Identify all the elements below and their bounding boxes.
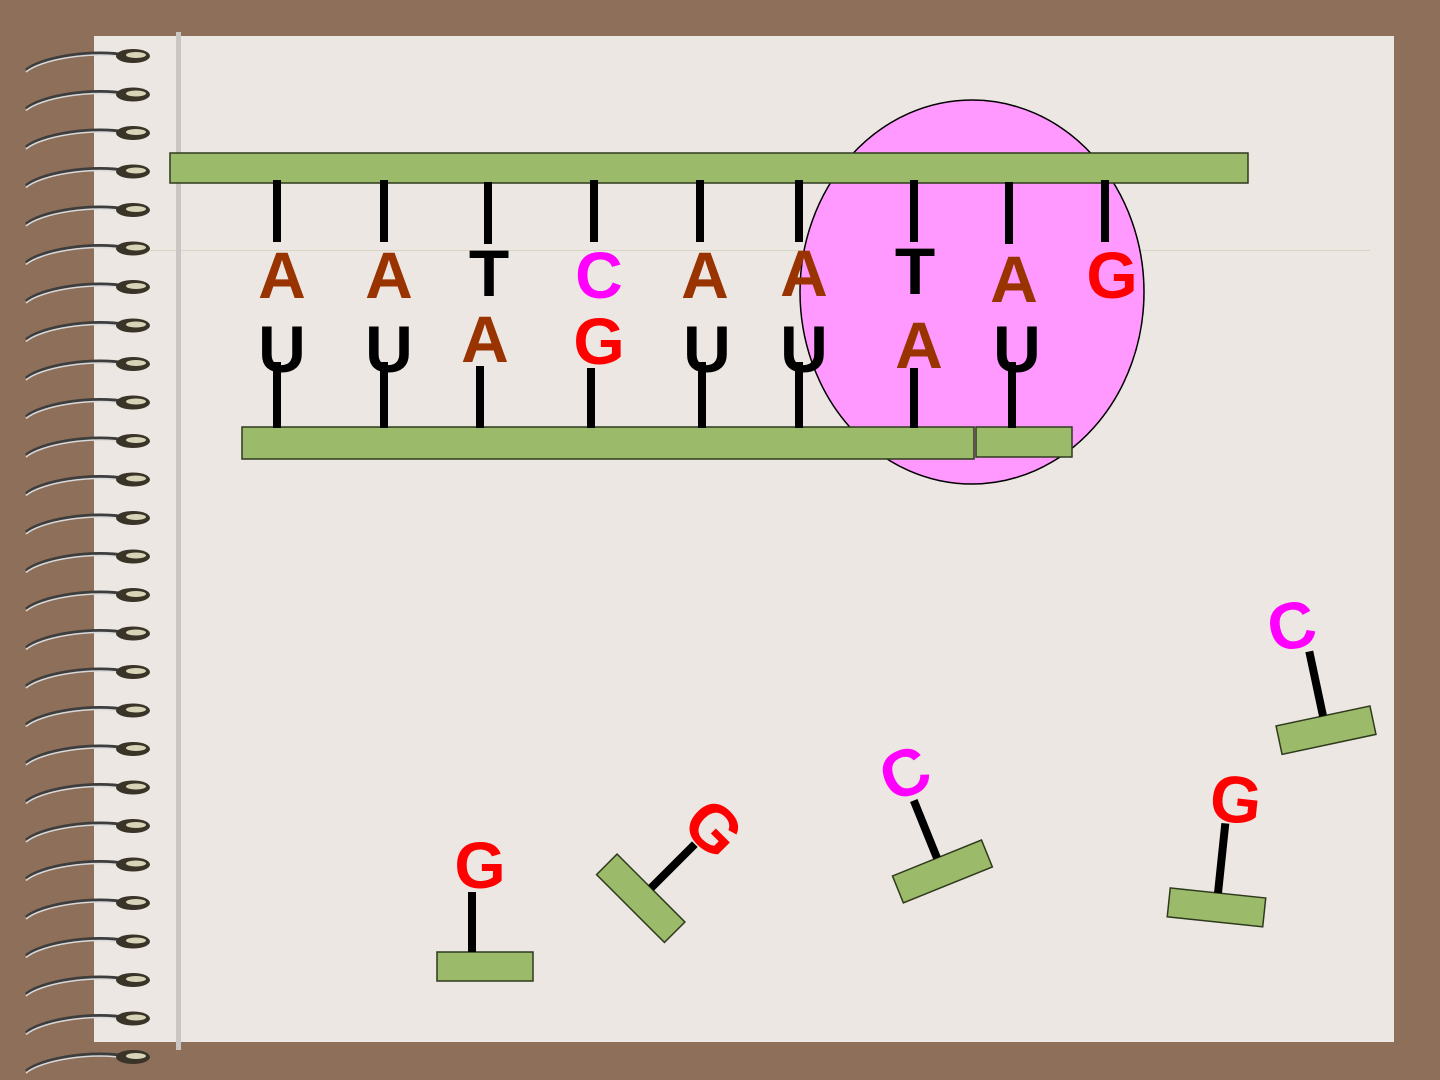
free-nucleotide: G <box>436 828 534 982</box>
ruled-line <box>150 250 1370 251</box>
svg-text:U: U <box>993 312 1041 386</box>
spiral-ring-icon <box>25 1050 150 1074</box>
svg-text:A: A <box>461 302 509 376</box>
spiral-ring-icon <box>25 126 150 150</box>
spiral-ring-icon <box>25 49 150 73</box>
svg-text:U: U <box>365 312 413 386</box>
svg-text:A: A <box>258 238 306 312</box>
svg-text:A: A <box>365 238 413 312</box>
top-base: G <box>1086 180 1138 312</box>
top-base: C <box>575 180 623 312</box>
spiral-ring-icon <box>25 280 150 304</box>
spiral-ring-icon <box>25 665 150 689</box>
free-nucleotide: G <box>595 784 758 944</box>
spiral-ring-icon <box>25 472 150 497</box>
spiral-ring-icon <box>25 857 150 882</box>
spiral-binding-icon <box>25 49 150 1074</box>
bottom-strand-bases: U U A G U U A U <box>258 302 1041 428</box>
spiral-ring-icon <box>25 511 150 535</box>
bottom-base: U <box>993 312 1041 428</box>
dna-template-backbone <box>169 152 1249 184</box>
spiral-ring-icon <box>25 164 150 189</box>
top-base: A <box>990 182 1038 316</box>
free-nucleotide: C <box>869 730 994 904</box>
svg-text:T: T <box>469 236 509 310</box>
notebook-page <box>94 36 1394 1042</box>
svg-text:G: G <box>1086 238 1137 312</box>
free-nucleotide: G <box>1166 760 1267 928</box>
spiral-ring-icon <box>25 241 150 266</box>
svg-text:C: C <box>575 238 623 312</box>
top-strand-bases: A A T C A A T A <box>258 180 1138 316</box>
bottom-base: A <box>895 308 943 428</box>
top-base: A <box>780 180 828 310</box>
svg-text:A: A <box>681 238 729 312</box>
spiral-ring-icon <box>25 780 150 805</box>
spiral-ring-icon <box>25 896 150 920</box>
top-base: A <box>365 180 413 312</box>
svg-text:G: G <box>454 828 505 902</box>
spiral-ring-icon <box>25 203 150 227</box>
svg-text:U: U <box>258 312 306 386</box>
svg-text:T: T <box>895 234 935 308</box>
mrna-backbone <box>241 426 975 460</box>
svg-text:C: C <box>1261 584 1323 666</box>
svg-text:A: A <box>990 242 1038 316</box>
spiral-ring-icon <box>25 549 150 574</box>
bottom-base: U <box>780 312 828 428</box>
spiral-ring-icon <box>25 357 150 381</box>
incoming-nucleotide-backbone <box>975 426 1073 458</box>
top-base: T <box>895 180 935 308</box>
bottom-base: G <box>573 304 625 428</box>
spiral-ring-icon <box>25 395 150 420</box>
top-base: A <box>258 180 306 312</box>
spiral-ring-icon <box>25 318 150 343</box>
top-base: T <box>469 182 509 310</box>
spiral-ring-icon <box>25 87 150 112</box>
svg-text:A: A <box>895 308 943 382</box>
svg-text:C: C <box>869 730 941 816</box>
spiral-ring-icon <box>25 588 150 612</box>
svg-text:G: G <box>573 304 624 378</box>
bottom-base: U <box>683 312 731 428</box>
bottom-base: U <box>365 312 413 428</box>
svg-text:U: U <box>780 312 828 386</box>
bottom-base: U <box>258 312 306 428</box>
svg-text:U: U <box>683 312 731 386</box>
ribosome-circle <box>799 99 1145 485</box>
top-base: A <box>681 180 729 312</box>
spiral-ring-icon <box>25 742 150 766</box>
bottom-base: A <box>461 302 509 428</box>
svg-text:A: A <box>780 236 828 310</box>
spiral-ring-icon <box>25 703 150 728</box>
spiral-ring-icon <box>25 973 150 997</box>
spiral-ring-icon <box>25 434 150 458</box>
svg-text:G: G <box>1206 760 1265 839</box>
margin-line <box>176 32 181 1050</box>
free-nucleotide: C <box>1261 584 1377 756</box>
spiral-ring-icon <box>25 934 150 959</box>
spiral-ring-icon <box>25 819 150 843</box>
spiral-ring-icon <box>25 626 150 651</box>
spiral-ring-icon <box>25 1011 150 1036</box>
